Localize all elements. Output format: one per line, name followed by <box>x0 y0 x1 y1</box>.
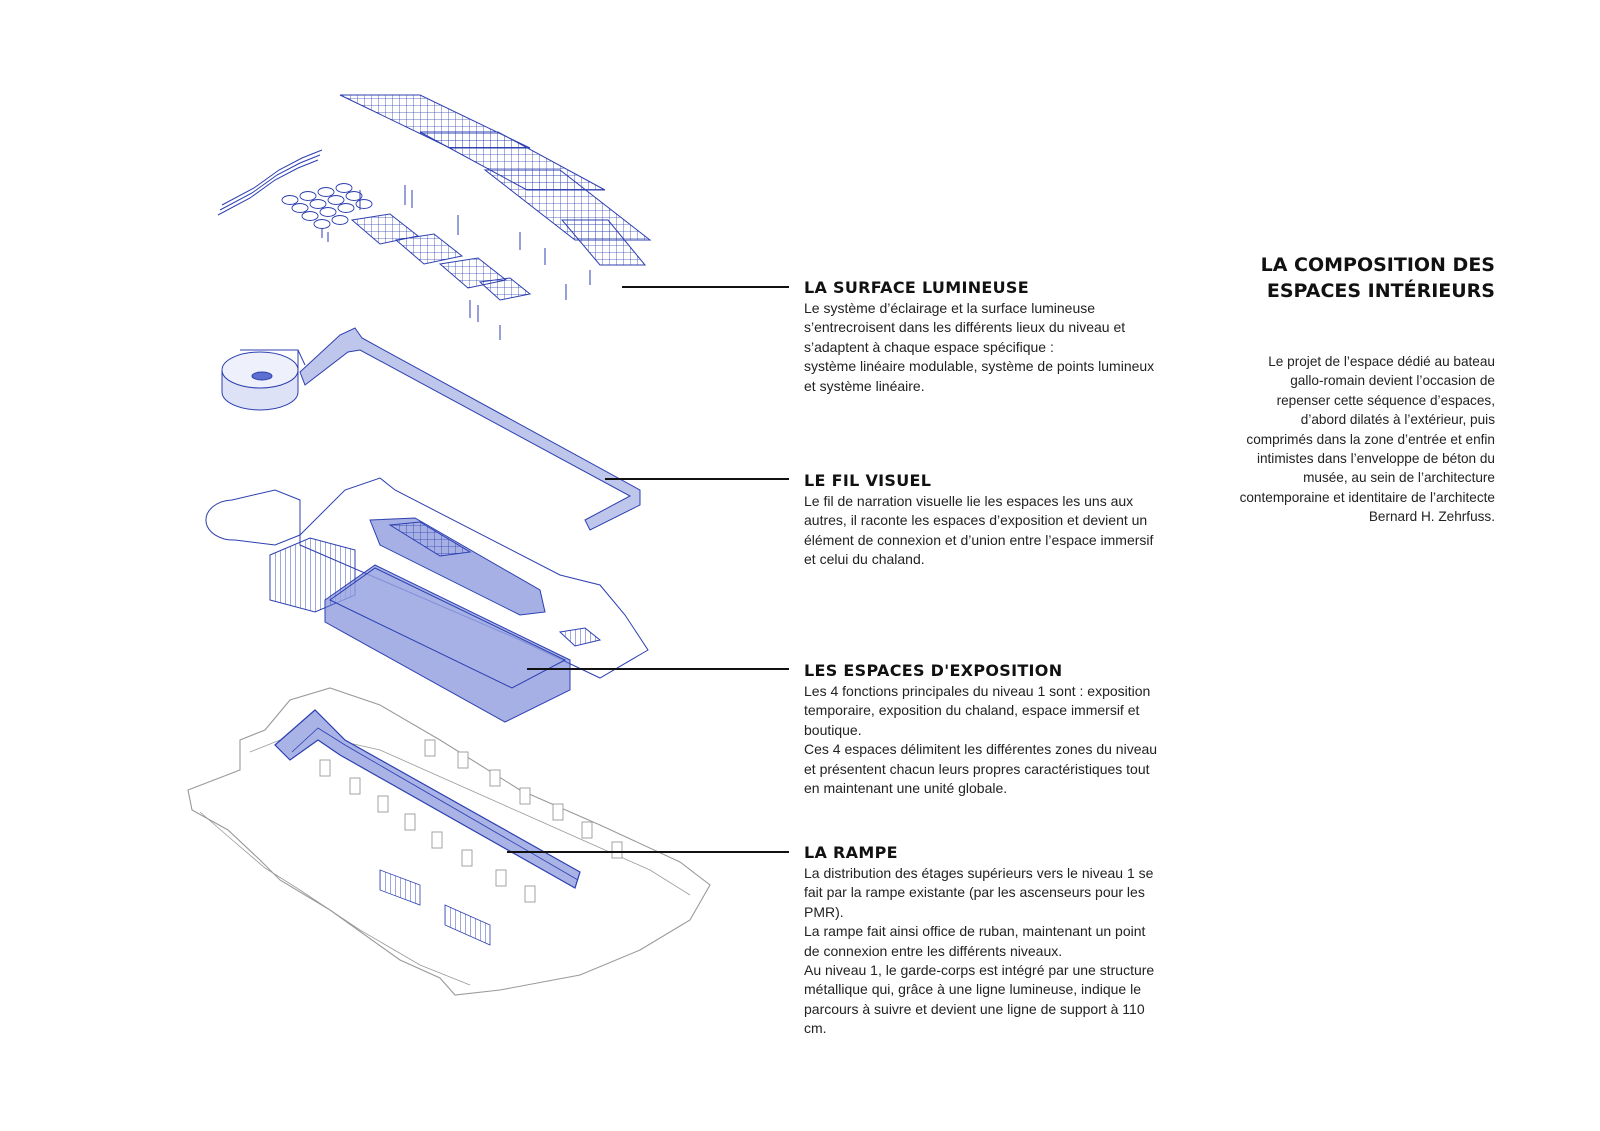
visual-thread-layer <box>221 327 641 531</box>
grid-luminaires <box>350 213 532 301</box>
shop <box>558 627 602 647</box>
lighting-surface-layer <box>217 94 652 340</box>
rotunda-outline <box>205 489 301 546</box>
exhibition-spaces-paragraph: Les 4 fonctions principales du niveau 1 … <box>804 683 1151 738</box>
lighting-surface-paragraph: Le système d’éclairage et la surface lum… <box>804 300 1126 355</box>
exhibition-spaces-text: Les 4 fonctions principales du niveau 1 … <box>804 682 1164 798</box>
hanging-fixtures <box>321 185 591 340</box>
visual-thread-text: Le fil de narration visuelle lie les esp… <box>804 492 1164 570</box>
exhibition-spaces-paragraph: Ces 4 espaces délimitent les différentes… <box>804 741 1158 797</box>
ramp-paragraph: La distribution des étages supérieurs ve… <box>804 865 1154 920</box>
composition-title: LA COMPOSITION DES ESPACES INTÉRIEURS <box>1261 252 1495 304</box>
ramp-paragraph: Au niveau 1, le garde-corps est intégré … <box>804 962 1155 1037</box>
columns <box>319 739 623 903</box>
lighting-surface-title: LA SURFACE LUMINEUSE <box>804 278 1029 297</box>
visual-thread-paragraph: Le fil de narration visuelle lie les esp… <box>804 493 1154 568</box>
narrative-ribbon <box>299 327 641 531</box>
ramp-text: La distribution des étages supérieurs ve… <box>804 864 1164 1039</box>
floor-plate <box>187 687 711 996</box>
exhibition-spaces-title: LES ESPACES D'EXPOSITION <box>804 661 1063 680</box>
boat-exhibition <box>369 517 546 616</box>
composition-title-line: ESPACES INTÉRIEURS <box>1266 280 1495 302</box>
leader-lines <box>507 286 789 853</box>
linear-light-strips <box>339 94 652 266</box>
ramp-layer <box>187 687 711 996</box>
lighting-surface-text: Le système d’éclairage et la surface lum… <box>804 299 1164 396</box>
rotunda-element <box>221 349 306 411</box>
point-lights <box>281 183 373 229</box>
ramp <box>274 709 581 889</box>
exhibition-spaces-layer <box>205 477 649 723</box>
composition-title-line: LA COMPOSITION DES <box>1260 254 1495 276</box>
ramp-title: LA RAMPE <box>804 843 898 862</box>
visual-thread-title: LE FIL VISUEL <box>804 471 932 490</box>
lighting-surface-paragraph: système linéaire modulable, système de p… <box>804 358 1155 394</box>
ramp-paragraph: La rampe fait ainsi office de ruban, mai… <box>804 923 1146 959</box>
composition-description: Le projet de l’espace dédié au bateau ga… <box>1239 354 1495 525</box>
wavy-linear-system <box>217 149 323 216</box>
